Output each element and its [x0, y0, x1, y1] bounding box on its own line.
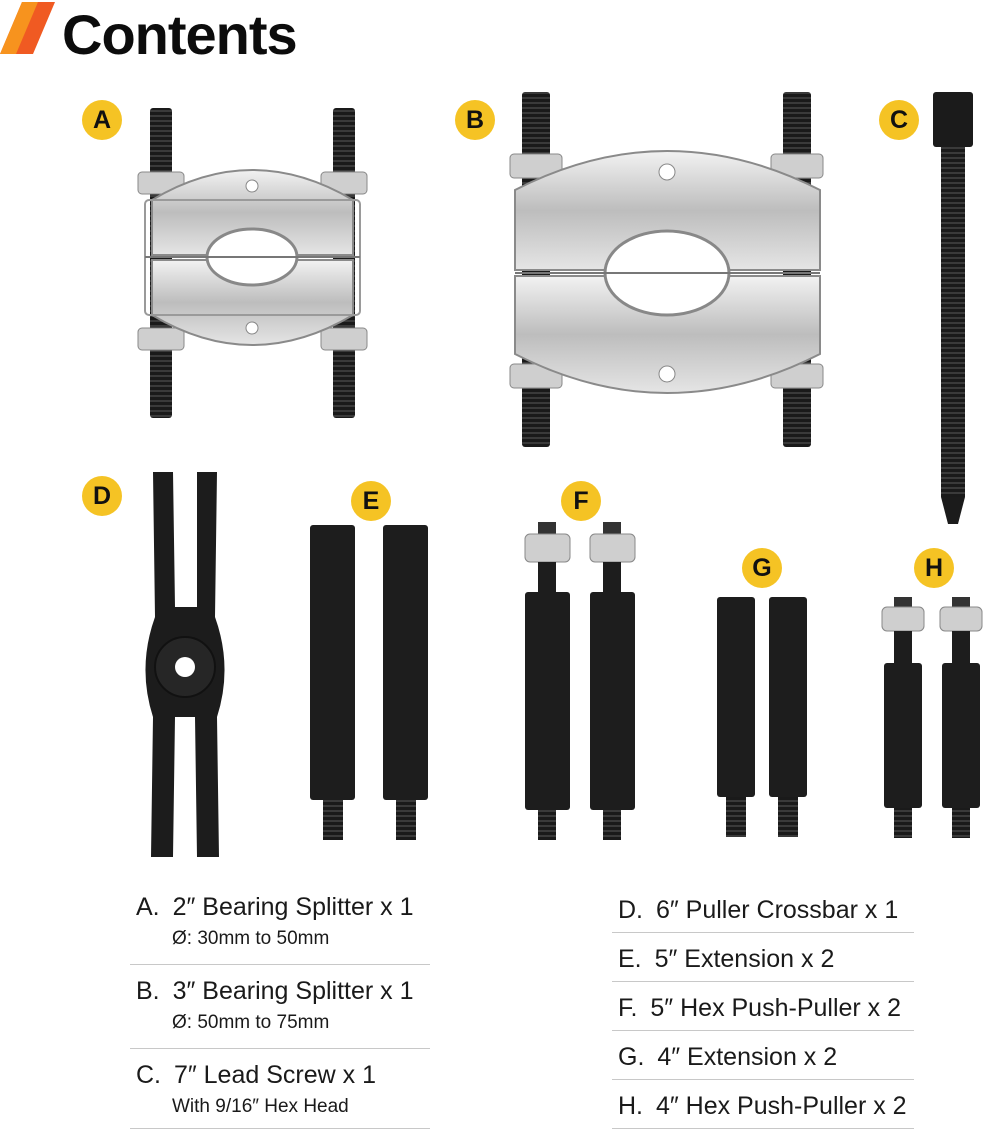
bearing-splitter-3in-image [509, 92, 824, 447]
item-name: 4″ Hex Push-Puller x 2 [655, 1092, 907, 1120]
extension-5in-image [310, 525, 428, 840]
item-name: 2″ Bearing Splitter x 1 [172, 893, 414, 921]
item-letter: A. [136, 893, 160, 921]
divider [130, 1128, 430, 1129]
list-item-c: C. 7″ Lead Screw x 1 With 9/16″ Hex Head [130, 1061, 430, 1118]
list-item-e: E. 5″ Extension x 2 [618, 945, 834, 974]
hex-push-puller-5in-image [524, 522, 636, 840]
divider [612, 1128, 914, 1129]
item-name: 6″ Puller Crossbar x 1 [655, 896, 899, 924]
divider [612, 932, 914, 933]
badge-d: D [82, 476, 122, 516]
item-letter: F. [618, 994, 638, 1022]
divider [612, 981, 914, 982]
item-letter: B. [136, 977, 160, 1005]
item-name: 4″ Extension x 2 [657, 1043, 838, 1071]
list-item-h: H. 4″ Hex Push-Puller x 2 [618, 1092, 907, 1121]
item-letter: H. [618, 1092, 643, 1120]
divider [130, 964, 430, 965]
item-name: 7″ Lead Screw x 1 [173, 1061, 376, 1089]
item-detail: With 9/16″ Hex Head [172, 1096, 349, 1117]
list-item-b: B. 3″ Bearing Splitter x 1 Ø: 50mm to 75… [130, 977, 430, 1034]
divider [612, 1079, 914, 1080]
item-letter: C. [136, 1061, 161, 1089]
badge-h: H [914, 548, 954, 588]
item-name: 3″ Bearing Splitter x 1 [172, 977, 414, 1005]
badge-g: G [742, 548, 782, 588]
page-title: Contents [62, 3, 298, 66]
item-letter: E. [618, 945, 642, 973]
list-item-f: F. 5″ Hex Push-Puller x 2 [618, 994, 901, 1023]
lead-screw-image [933, 92, 973, 524]
list-item-d: D. 6″ Puller Crossbar x 1 [618, 896, 898, 925]
item-detail: Ø: 50mm to 75mm [172, 1012, 330, 1033]
badge-b: B [455, 100, 495, 140]
badge-e: E [351, 481, 391, 521]
list-item-g: G. 4″ Extension x 2 [618, 1043, 837, 1072]
item-letter: G. [618, 1043, 645, 1071]
list-item-a: A. 2″ Bearing Splitter x 1 Ø: 30mm to 50… [130, 893, 430, 950]
item-name: 5″ Hex Push-Puller x 2 [650, 994, 902, 1022]
divider [612, 1030, 914, 1031]
divider [130, 1048, 430, 1049]
hex-push-puller-4in-image [881, 597, 983, 838]
extension-4in-image [717, 597, 807, 837]
badge-a: A [82, 100, 122, 140]
brand-logo-icon [0, 2, 55, 54]
item-letter: D. [618, 896, 643, 924]
badge-c: C [879, 100, 919, 140]
item-name: 5″ Extension x 2 [654, 945, 835, 973]
bearing-splitter-2in-image [137, 108, 368, 418]
badge-f: F [561, 481, 601, 521]
item-detail: Ø: 30mm to 50mm [172, 928, 330, 949]
puller-crossbar-image [145, 472, 225, 857]
